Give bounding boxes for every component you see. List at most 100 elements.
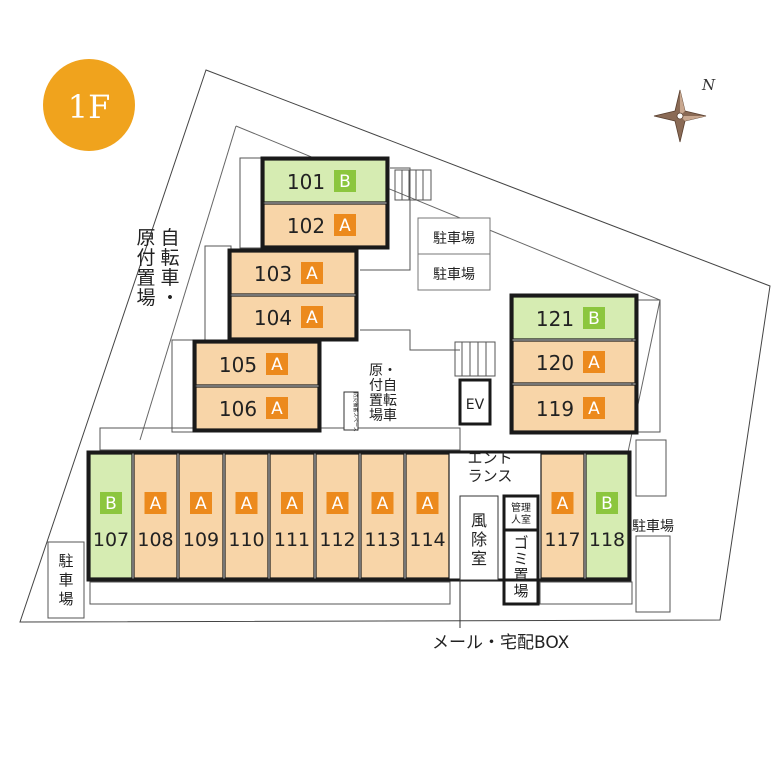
- svg-text:除: 除: [471, 530, 487, 549]
- svg-text:管理: 管理: [511, 501, 531, 514]
- unit-number-label: 110: [228, 529, 264, 551]
- unit-number-label: 113: [364, 529, 400, 551]
- storage-space-box: [343, 391, 359, 431]
- svg-text:・: ・: [383, 363, 397, 379]
- parking-box-top-1: [417, 217, 491, 255]
- unit-type-badge: [583, 397, 605, 419]
- unit-type-label: A: [332, 494, 344, 514]
- svg-text:置: 置: [136, 267, 155, 289]
- unit-109: [178, 453, 224, 579]
- unit-number-label: 109: [183, 529, 219, 551]
- svg-text:場: 場: [369, 408, 383, 424]
- svg-text:・: ・: [160, 287, 179, 309]
- svg-text:ゴ: ゴ: [513, 534, 528, 552]
- unit-112: [315, 453, 360, 579]
- unit-number-label: 102: [287, 214, 325, 238]
- unit-type-badge: [416, 492, 439, 514]
- mailbox-label: メール・宅配BOX: [432, 633, 570, 653]
- svg-text:ランス: ランス: [468, 467, 513, 485]
- unit-type-label: A: [306, 308, 318, 328]
- windbreak-room-label: 風除室: [471, 511, 487, 568]
- parking-top-2-label: 駐車場: [433, 266, 475, 283]
- unit-121: [512, 296, 636, 340]
- storage-space-label: 防災備蓄スペース: [352, 392, 359, 431]
- svg-text:ミ: ミ: [513, 550, 528, 568]
- svg-text:エント: エント: [467, 449, 512, 467]
- unit-type-badge: [301, 262, 323, 284]
- unit-type-badge: [100, 492, 122, 514]
- unit-type-badge: [235, 492, 258, 514]
- unit-106: [195, 386, 319, 430]
- unit-type-label: A: [339, 216, 351, 236]
- unit-type-label: A: [195, 494, 207, 514]
- svg-text:付: 付: [136, 247, 155, 269]
- unit-number-label: 108: [137, 529, 173, 551]
- unit-type-badge: [326, 492, 349, 514]
- site-boundary: [19, 69, 771, 623]
- svg-text:自: 自: [383, 378, 397, 394]
- unit-107: [89, 453, 133, 579]
- unit-type-label: A: [271, 399, 283, 419]
- unit-number-label: 119: [536, 397, 574, 421]
- unit-type-badge: [596, 492, 618, 514]
- unit-number-label: 103: [254, 262, 292, 286]
- svg-text:車: 車: [58, 571, 73, 589]
- unit-type-badge: [144, 492, 167, 514]
- unit-type-label: A: [150, 494, 162, 514]
- unit-number-label: 106: [219, 397, 257, 421]
- unit-105: [195, 342, 319, 386]
- unit-number-label: 117: [544, 529, 580, 551]
- unit-type-badge: [190, 492, 212, 514]
- unit-108: [133, 453, 178, 579]
- svg-text:転: 転: [383, 393, 397, 409]
- windbreak-room-box: [459, 495, 499, 581]
- unit-type-badge: [583, 307, 605, 329]
- unit-number-label: 121: [536, 307, 574, 331]
- unit-number-label: 120: [536, 351, 574, 375]
- svg-text:置: 置: [369, 393, 383, 409]
- parking-right-label: 駐車場: [632, 518, 674, 535]
- unit-type-label: A: [306, 264, 318, 284]
- svg-text:転: 転: [160, 247, 179, 269]
- unit-type-label: B: [601, 494, 613, 514]
- unit-type-badge: [334, 170, 356, 192]
- svg-text:車: 車: [383, 407, 397, 424]
- building-walls: [86, 156, 639, 606]
- svg-text:車: 車: [160, 267, 179, 289]
- svg-text:原: 原: [369, 363, 383, 379]
- unit-number-label: 111: [274, 529, 310, 551]
- unit-type-badge: [583, 351, 605, 373]
- units-layer: B101A102A103A104A105A106B121A120A119B107…: [89, 159, 636, 579]
- unit-type-label: A: [557, 494, 569, 514]
- compass-rose-icon: [653, 89, 707, 143]
- unit-type-badge: [371, 492, 394, 514]
- unit-102: [263, 203, 387, 247]
- unit-number-label: 104: [254, 306, 292, 330]
- unit-type-badge: [281, 492, 303, 514]
- unit-type-label: A: [422, 494, 434, 514]
- parking-top-1-label: 駐車場: [433, 230, 475, 247]
- svg-text:場: 場: [58, 590, 73, 608]
- unit-114: [405, 453, 450, 579]
- unit-type-label: B: [105, 494, 117, 514]
- unit-type-label: A: [588, 399, 600, 419]
- inner-left-line: [139, 125, 237, 441]
- svg-text:置: 置: [513, 566, 528, 584]
- unit-type-badge: [266, 397, 288, 419]
- unit-110: [224, 453, 269, 579]
- unit-number-label: 114: [409, 529, 445, 551]
- unit-number-label: 105: [219, 353, 257, 377]
- unit-type-label: B: [339, 172, 351, 192]
- unit-type-badge: [266, 353, 288, 375]
- ev-label: EV: [466, 397, 485, 413]
- svg-text:駐: 駐: [58, 552, 73, 570]
- unit-type-label: A: [241, 494, 253, 514]
- unit-number-label: 107: [93, 529, 129, 551]
- unit-117: [540, 453, 585, 579]
- unit-111: [269, 453, 315, 579]
- unit-type-badge: [551, 492, 574, 514]
